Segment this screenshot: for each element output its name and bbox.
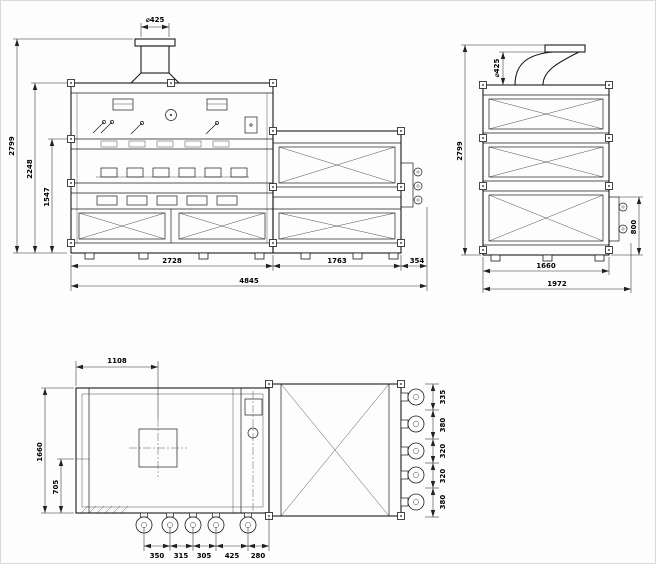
dim-plan-depth-total: 1660 — [36, 442, 44, 462]
plan-view — [75, 380, 425, 534]
dim-front-width-end: 354 — [410, 257, 425, 265]
dim-plan-right-1: 335 — [439, 390, 447, 405]
dim-front-width-main: 2728 — [162, 257, 182, 265]
side-corner-plates — [479, 81, 613, 254]
plan-dimensions: 1108 1660 705 335 380 320 320 380 — [36, 357, 447, 560]
dim-front-height-conveyor: 1547 — [43, 187, 51, 207]
front-exhaust-duct — [129, 38, 181, 84]
dim-side-height-total: 2799 — [456, 141, 464, 161]
side-dimensions: ⌀425 2799 800 1660 1972 — [456, 44, 643, 293]
dim-side-duct-dia: ⌀425 — [493, 58, 501, 77]
dim-plan-bottom-1: 350 — [150, 552, 165, 560]
dim-plan-bottom-4: 425 — [225, 552, 240, 560]
dim-plan-bottom-3: 305 — [197, 552, 212, 560]
dim-front-height-total: 2799 — [8, 136, 16, 156]
dim-front-width-total: 4845 — [239, 277, 259, 285]
front-view — [67, 38, 423, 260]
dim-front-height-frame: 2248 — [26, 159, 34, 179]
dim-side-width-body: 1660 — [536, 262, 556, 270]
front-main-module — [70, 82, 274, 254]
plan-machine-body — [75, 387, 270, 514]
front-dimensions: ⌀425 2799 2248 1547 2728 1763 354 4845 — [8, 16, 428, 291]
dim-plan-duct-offset: 1108 — [107, 357, 127, 365]
side-coupling-bracket — [608, 196, 628, 242]
dim-side-height-bracket: 800 — [630, 220, 638, 235]
dim-plan-bottom-2: 315 — [174, 552, 189, 560]
dim-plan-bottom-5: 280 — [251, 552, 266, 560]
front-side-couplings — [400, 162, 423, 208]
side-elbow-duct — [514, 44, 586, 86]
side-frame — [482, 84, 610, 256]
dim-plan-right-3: 320 — [439, 444, 447, 459]
plan-fans — [400, 388, 425, 511]
dim-plan-right-4: 320 — [439, 469, 447, 484]
dim-side-width-total: 1972 — [547, 280, 567, 288]
dim-plan-right-5: 380 — [439, 495, 447, 510]
plan-cross-unit — [265, 380, 405, 520]
front-corner-plates — [67, 79, 405, 247]
side-feet — [490, 254, 605, 262]
dim-front-width-ext: 1763 — [327, 257, 347, 265]
side-view — [479, 44, 628, 262]
front-feet — [84, 252, 399, 260]
plan-casters — [135, 512, 257, 534]
front-extension-module — [272, 130, 402, 254]
dim-front-duct-dia: ⌀425 — [146, 16, 165, 24]
dim-plan-right-2: 380 — [439, 418, 447, 433]
dim-plan-depth-inner: 705 — [52, 480, 60, 495]
